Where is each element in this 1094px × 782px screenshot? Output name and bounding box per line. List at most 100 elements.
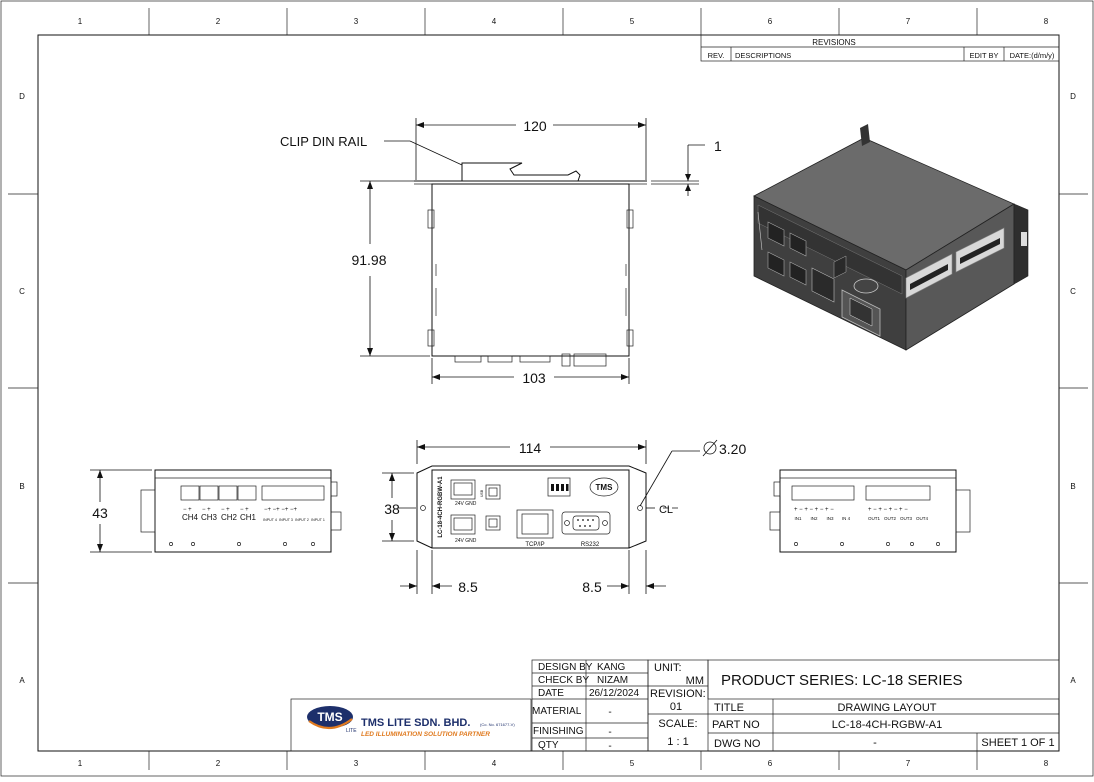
title-label: TITLE <box>714 702 744 714</box>
svg-text:− +: − + <box>221 507 230 513</box>
date-label: DATE <box>538 688 564 699</box>
revisions-title: REVISIONS <box>812 38 856 47</box>
output-label-out2: OUT2 <box>884 516 896 521</box>
front-body-outline <box>431 469 630 549</box>
dwg-no-label: DWG NO <box>714 738 761 750</box>
power-label-2: 24V GND <box>455 538 477 544</box>
dim-top-width: 120 <box>523 118 547 134</box>
unit-value: MM <box>686 675 704 687</box>
output-label-out3: OUT3 <box>900 516 912 521</box>
company-tagline: LED ILLUMINATION SOLUTION PARTNER <box>361 731 490 738</box>
channel-label-ch1: CH1 <box>240 513 257 522</box>
zone-col-5-top: 5 <box>630 17 635 26</box>
dim-hole-diameter: 3.20 <box>719 441 746 457</box>
output-label-out4: OUT4 <box>916 516 928 521</box>
material-label: MATERIAL <box>532 706 582 717</box>
model-text-vertical: LC-18-4CH-RGBW-A1 <box>438 476 444 538</box>
check-by-value: NIZAM <box>597 675 628 686</box>
right-side-view: + − + − + − + − + − + − + − + − IN1 IN2 … <box>769 469 971 553</box>
rs232-port <box>561 511 611 535</box>
input-label-in3: IN3 <box>826 516 834 521</box>
design-by-label: DESIGN BY <box>538 662 593 673</box>
revisions-col-rev: REV. <box>708 51 725 60</box>
zone-col-6-top: 6 <box>768 17 773 26</box>
input-tag-4: INPUT 4 <box>263 518 277 522</box>
tcpip-label: TCP/IP <box>525 542 544 548</box>
input-tag-3: INPUT 3 <box>279 518 293 522</box>
part-no-value: LC-18-4CH-RGBW-A1 <box>832 719 942 731</box>
revisions-col-descriptions: DESCRIPTIONS <box>735 51 791 60</box>
revision-value: 01 <box>670 701 682 713</box>
front-logo-mark <box>589 477 619 497</box>
din-rail-clip <box>461 162 581 182</box>
power-terminal-2 <box>450 514 476 535</box>
zone-col-1-bottom: 1 <box>78 759 83 768</box>
left-side-view: − + − + − + − + −+ −+ −+ −+ CH4 CH3 CH2 … <box>90 469 342 553</box>
dim-front-width: 114 <box>519 440 542 456</box>
dim-top-height: 91.98 <box>351 252 386 268</box>
company-logo-text: TMS <box>317 710 342 724</box>
company-logo <box>307 706 353 728</box>
finishing-label: FINISHING <box>533 726 584 737</box>
zone-col-8-top: 8 <box>1044 17 1049 26</box>
zone-col-3-top: 3 <box>354 17 359 26</box>
zone-row-a-left: A <box>19 676 25 685</box>
zone-col-1-top: 1 <box>78 17 83 26</box>
finishing-value: - <box>608 727 611 738</box>
dip-switch <box>547 477 571 497</box>
zone-col-4-bottom: 4 <box>492 759 497 768</box>
output-label-out1: OUT1 <box>868 516 880 521</box>
dwg-no-value: - <box>873 737 877 749</box>
tcpip-port <box>516 509 554 539</box>
zone-dividers <box>8 8 1088 770</box>
svg-text:− +: − + <box>240 507 249 513</box>
part-no-label: PART NO <box>712 719 760 731</box>
check-by-label: CHECK BY <box>538 675 589 686</box>
dim-left-height: 43 <box>92 505 108 521</box>
zone-col-6-bottom: 6 <box>768 759 773 768</box>
unit-label: UNIT: <box>654 662 682 674</box>
centerline-label: CL <box>659 504 673 516</box>
zone-col-2-top: 2 <box>216 17 221 26</box>
power-terminal-1 <box>450 479 476 500</box>
dim-offset-left: 8.5 <box>458 579 478 595</box>
input-label-in2: IN2 <box>810 516 818 521</box>
company-logo-sub: LITE <box>346 728 357 734</box>
company-reg: (Co. No. 671677-V) <box>480 722 515 727</box>
dim-front-height: 38 <box>384 501 400 517</box>
rs232-label: RS232 <box>581 542 600 548</box>
input-tag-2: INPUT 2 <box>295 518 309 522</box>
product-series: PRODUCT SERIES: LC-18 SERIES <box>721 672 962 689</box>
title-value: DRAWING LAYOUT <box>837 702 936 714</box>
channel-label-ch3: CH3 <box>201 513 218 522</box>
zone-col-7-bottom: 7 <box>906 759 911 768</box>
svg-text:−+ −+ −+ −+: −+ −+ −+ −+ <box>264 507 298 513</box>
zone-col-2-bottom: 2 <box>216 759 221 768</box>
clip-din-rail-label: CLIP DIN RAIL <box>280 134 367 149</box>
zone-col-4-top: 4 <box>492 17 497 26</box>
body-outline <box>431 183 630 357</box>
qty-label: QTY <box>538 740 559 751</box>
zone-row-d-left: D <box>19 92 25 101</box>
zone-row-a-right: A <box>1070 676 1076 685</box>
front-view: LC-18-4CH-RGBW-A1 24V GND 24V GND USB TC… <box>382 439 746 595</box>
sheet-number: SHEET 1 OF 1 <box>981 737 1054 749</box>
zone-row-c-left: C <box>19 287 25 296</box>
zone-col-5-bottom: 5 <box>630 759 635 768</box>
zone-col-7-top: 7 <box>906 17 911 26</box>
isometric-view <box>753 124 1029 351</box>
pin-pm-1: − + <box>183 507 192 513</box>
channel-label-ch2: CH2 <box>221 513 238 522</box>
front-logo-text: TMS <box>596 483 614 492</box>
inner-border <box>37 34 1060 752</box>
zone-row-b-right: B <box>1070 482 1075 491</box>
usb-port <box>485 484 501 500</box>
title-block: TMS LITE TMS LITE SDN. BHD. (Co. No. 671… <box>290 659 1060 752</box>
company-name: TMS LITE SDN. BHD. <box>361 717 470 729</box>
power-label-1: 24V GND <box>455 501 477 507</box>
channel-label-ch4: CH4 <box>182 513 199 522</box>
revision-label: REVISION: <box>650 688 706 700</box>
scale-value: 1 : 1 <box>667 736 688 748</box>
